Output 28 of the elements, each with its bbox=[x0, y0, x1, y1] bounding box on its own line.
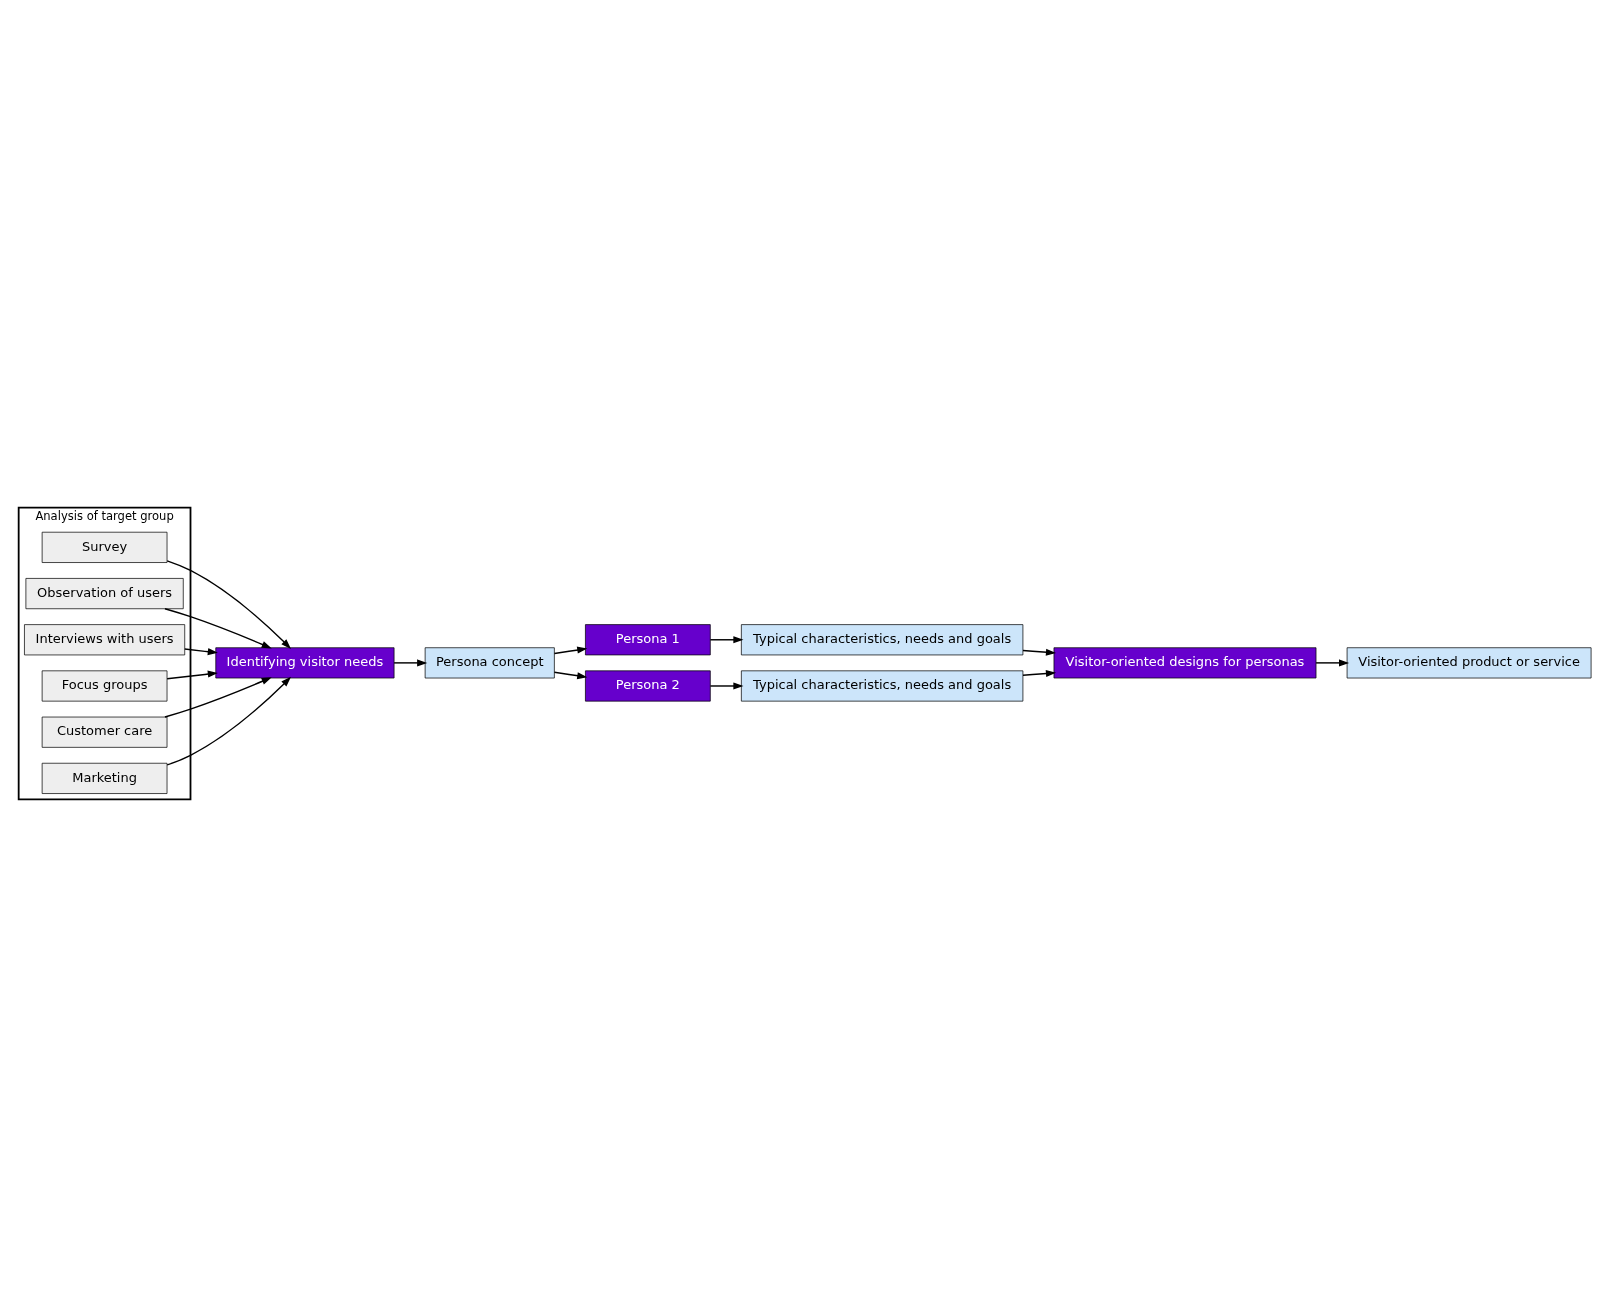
arrow bbox=[166, 670, 218, 680]
arrow bbox=[184, 648, 218, 656]
arrow bbox=[164, 677, 272, 718]
arrow bbox=[1315, 659, 1350, 667]
node-box: Visitor-oriented designs for personas bbox=[1053, 647, 1317, 679]
node-box: Persona concept bbox=[424, 647, 555, 679]
node-box: Typical characteristics, needs and goals bbox=[741, 624, 1024, 656]
node-box: Identifying visitor needs bbox=[215, 647, 395, 679]
arrow bbox=[709, 636, 744, 644]
node-box: Customer care bbox=[41, 716, 168, 748]
node-box: Observation of users bbox=[25, 578, 184, 610]
arrow bbox=[553, 671, 588, 680]
node-box: Survey bbox=[41, 531, 168, 563]
arrow bbox=[1022, 648, 1057, 656]
node-box: Typical characteristics, needs and goals bbox=[741, 670, 1024, 702]
arrow bbox=[166, 676, 292, 766]
node-box: Persona 2 bbox=[585, 670, 711, 702]
node-box: Focus groups bbox=[41, 670, 168, 702]
node-box: Persona 1 bbox=[585, 624, 711, 656]
node-box: Visitor-oriented product or service bbox=[1346, 647, 1592, 679]
node-box: Interviews with users bbox=[24, 624, 186, 656]
arrow bbox=[1022, 669, 1057, 677]
arrow bbox=[166, 560, 292, 649]
node-box: Marketing bbox=[41, 762, 168, 794]
arrow bbox=[393, 659, 428, 667]
arrow bbox=[164, 608, 272, 649]
arrow bbox=[553, 646, 588, 655]
arrow bbox=[709, 682, 744, 690]
